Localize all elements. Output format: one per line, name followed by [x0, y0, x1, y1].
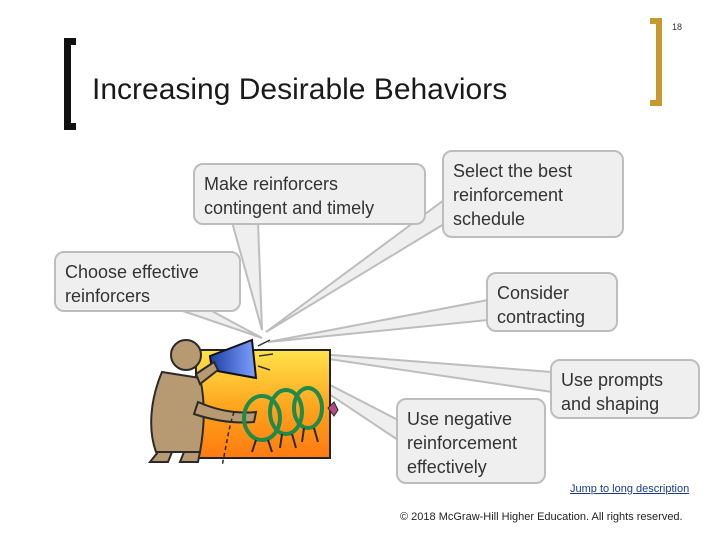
leash: [221, 411, 235, 467]
bubble-line: Make reinforcers: [204, 174, 339, 194]
bubble-line: Consider: [497, 283, 570, 303]
long-description-link[interactable]: Jump to long description: [570, 483, 690, 495]
right-bracket-decoration: [650, 18, 662, 106]
hoops: [242, 386, 324, 442]
small-creature: [327, 401, 339, 417]
bubble-contracting: Consider contracting: [486, 272, 618, 332]
bubble-line: reinforcement: [453, 185, 564, 205]
slide-title: Increasing Desirable Behaviors: [92, 73, 508, 106]
bubble-negative: Use negative reinforcement effectively: [396, 398, 546, 484]
bubble-tail-effective: [179, 309, 263, 339]
bubble-line: reinforcers: [65, 286, 151, 306]
page-number: 18: [672, 22, 683, 32]
bubble-prompts: Use prompts and shaping: [550, 359, 700, 419]
bubble-line: contracting: [497, 307, 586, 327]
left-bracket-decoration: [64, 38, 76, 130]
bubble-line: contingent and timely: [204, 198, 375, 218]
copyright-notice: © 2018 McGraw-Hill Higher Education. All…: [400, 511, 683, 523]
bubble-line: schedule: [453, 209, 526, 229]
bubble-line: Choose effective: [65, 262, 199, 282]
person-figure: [147, 339, 258, 463]
bubble-line: effectively: [407, 457, 487, 477]
bubble-schedule: Select the best reinforcement schedule: [442, 150, 624, 238]
bubble-line: reinforcement: [407, 433, 518, 453]
bubble-line: and shaping: [561, 394, 660, 414]
bubble-line: Use prompts: [561, 370, 664, 390]
bubble-effective: Choose effective reinforcers: [54, 251, 241, 312]
sound-lines: [257, 339, 274, 371]
bubble-line: Select the best: [453, 161, 573, 181]
bubble-contingent: Make reinforcers contingent and timely: [193, 163, 426, 225]
bubble-line: Use negative: [407, 409, 513, 429]
hoop-stands: [251, 427, 319, 453]
